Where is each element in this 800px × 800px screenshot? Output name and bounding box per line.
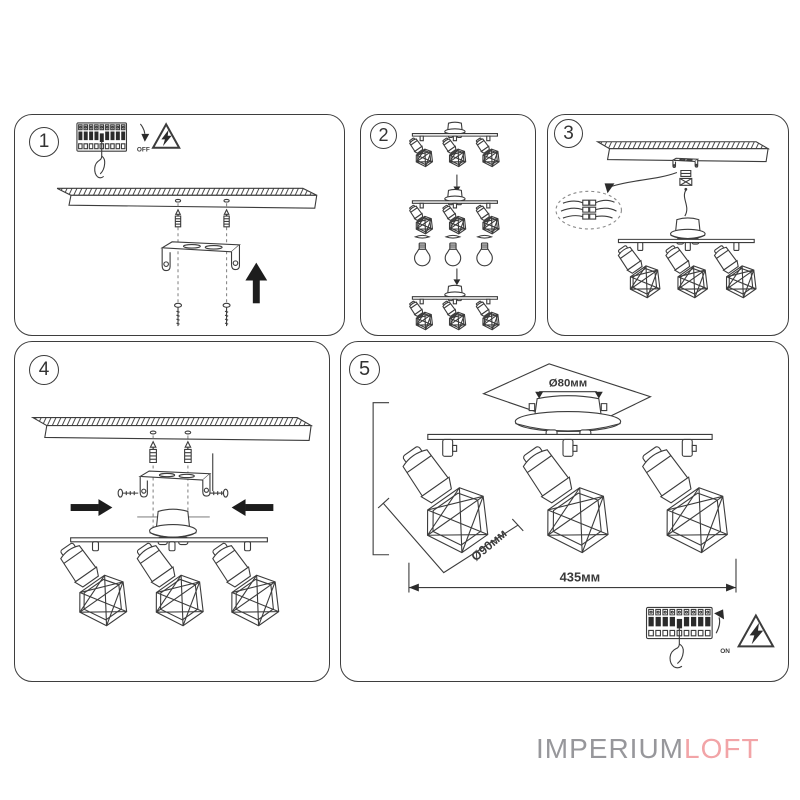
step-number-badge: 2 xyxy=(370,122,397,149)
side-screw-left xyxy=(118,489,138,497)
dimension-canopy: Ø80мм xyxy=(535,378,603,399)
down-arrow-icon xyxy=(453,269,461,286)
step-panel-3: 3 xyxy=(547,114,789,336)
power-on-arrow-icon xyxy=(714,609,725,633)
brand-logo-loft: LOFT xyxy=(684,733,760,764)
hanging-wire-connector xyxy=(680,170,692,216)
power-off-arrow-icon xyxy=(140,124,150,142)
step-number-badge: 1 xyxy=(29,127,59,157)
wiring-detail xyxy=(556,191,621,229)
up-arrow-icon xyxy=(245,262,268,304)
step-number-badge: 4 xyxy=(29,355,59,385)
step-4-illustration xyxy=(15,342,329,635)
ceiling-plank xyxy=(598,142,768,162)
dimension-width: 435мм xyxy=(409,559,736,593)
alignment-guides xyxy=(178,203,227,303)
breaker-off-label: OFF xyxy=(137,147,150,154)
step-number-badge: 5 xyxy=(349,354,380,385)
side-screw-right xyxy=(210,489,228,497)
brand-logo: IMPERIUMLOFT xyxy=(536,733,760,765)
lamp-bar xyxy=(71,538,268,542)
step-5-illustration: Ø80мм Ø90мм 435мм xyxy=(341,342,775,669)
step-number-badge: 3 xyxy=(554,119,583,148)
canopy-diameter-label: Ø80мм xyxy=(549,378,588,390)
lamp-bar xyxy=(428,434,712,439)
step-panel-1: 1 OFF xyxy=(14,114,345,336)
detail-callout-arrow-icon xyxy=(604,172,677,194)
pivots xyxy=(443,439,697,456)
brand-logo-imperium: IMPERIUM xyxy=(536,733,684,764)
ceiling-plank xyxy=(57,188,317,208)
step-panel-4: 4 xyxy=(14,341,330,682)
height-dimension-line xyxy=(373,403,389,555)
step-1-illustration: OFF xyxy=(15,122,344,327)
step-panel-2: 2 xyxy=(360,114,536,336)
ceiling-plank xyxy=(33,418,311,441)
step-3-illustration xyxy=(548,115,788,304)
inward-arrows-icon xyxy=(70,499,274,516)
breaker-on-label: ON xyxy=(720,648,730,655)
step-panel-5: 5 Ø80мм xyxy=(340,341,789,682)
fixture-width-label: 435мм xyxy=(560,570,601,585)
step-2-illustration xyxy=(361,115,535,335)
retaining-rings xyxy=(415,235,491,238)
